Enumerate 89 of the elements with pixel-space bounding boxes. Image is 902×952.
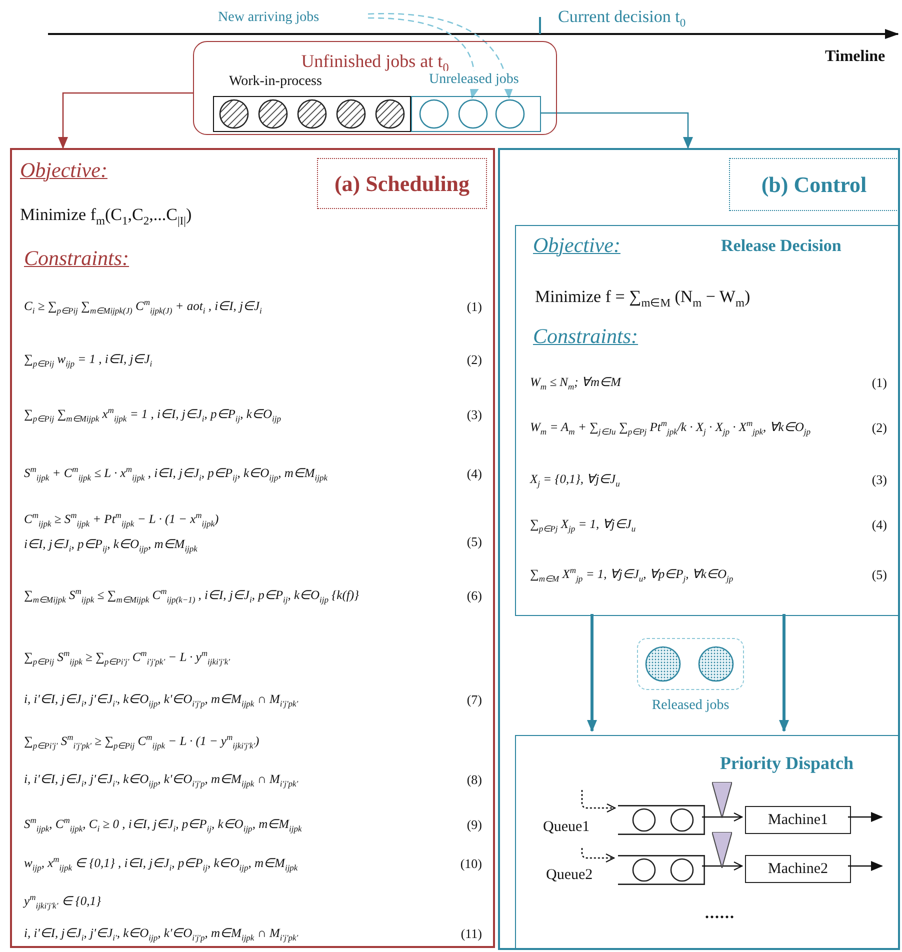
arrow	[58, 92, 193, 149]
equation-number: (1)	[466, 299, 482, 315]
job-circle	[458, 99, 488, 129]
section-heading: Objective:	[533, 233, 620, 258]
job-circle	[419, 99, 449, 129]
job-circle	[632, 808, 656, 832]
constraint-formula: ∑$_{p∈Pj}$ X$_{jp}$ = 1, ∀j∈J$_{u}$	[530, 517, 636, 532]
section-heading: Objective:	[20, 158, 108, 184]
section-heading: Constraints:	[533, 324, 638, 350]
arrow	[702, 861, 743, 871]
constraint-formula: X$_{j}$ = {0,1}, ∀j∈J$_{u}$	[530, 472, 620, 487]
bar-heading: Unreleased jobs	[427, 71, 521, 89]
constraint-formula: ∑$_{m∈Mijpk}$ S$^{m}$$_{ijpk}$ ≤ ∑$_{m∈Mijpk}$ C$^{m}$$_{ijp(k−1)}$ , i∈I, j∈J$_{i}$, p∈P$_{ij}$, k∈O$_{ijp}$ {k(f)}	[24, 588, 359, 603]
equation-number: (3)	[872, 472, 887, 488]
section-heading: Constraints:	[24, 246, 130, 272]
machine-box: Machine1	[745, 806, 851, 834]
constraint-formula: C$^{m}$$_{ijpk}$ ≥ S$^{m}$$_{ijpk}$ + Pt$^{m}$$_{ijpk}$ − L · (1 − x$^{m}$$_{ijpk}$)	[24, 512, 219, 527]
section-tag: (b) Control	[729, 158, 899, 211]
decision-label: Current decision t$_{0}$	[558, 7, 686, 27]
job-circle	[297, 99, 327, 129]
group-label: Released jobs	[650, 698, 730, 714]
constraint-formula: i, i'∈I, j∈J$_{i}$, j'∈J$_{i'}$, k∈O$_{ijp}$, k'∈O$_{i'j'p}$, m∈M$_{ijpk}$ ∩ M$_{i'j'pk'}$	[24, 692, 298, 707]
equation-number: (4)	[466, 466, 482, 482]
arrow	[779, 614, 789, 732]
job-circle	[258, 99, 288, 129]
equation-number: (4)	[872, 517, 887, 533]
job-circle	[219, 99, 249, 129]
queue-label: Queue2	[546, 867, 593, 883]
axis-label: Timeline	[825, 48, 886, 66]
constraint-formula: y$^{m}$$_{ijki'j'k'}$ ∈ {0,1}	[24, 894, 102, 909]
constraint-formula: ∑$_{p∈Pij}$ ∑$_{m∈Mijpk}$ x$^{m}$$_{ijpk}$ = 1 , i∈I, j∈J$_{i}$, p∈P$_{ij}$, k∈O$_{ijp}$	[24, 407, 281, 422]
constraint-formula: C$_{i}$ ≥ ∑$_{p∈Pij}$ ∑$_{m∈Mijpk(J)}$ C$^{m}$$_{ijpk(J)}$ + aot$_{i}$ , i∈I, j∈J$_{i}$	[24, 299, 262, 314]
arrow	[848, 812, 883, 822]
constraint-formula: i, i'∈I, j∈J$_{i}$, j'∈J$_{i'}$, k∈O$_{ijp}$, k'∈O$_{i'j'p}$, m∈M$_{ijpk}$ ∩ M$_{i'j'pk'}$	[24, 772, 298, 787]
control-panel	[498, 148, 900, 950]
constraint-formula: ∑$_{m∈M}$ X$^{m}$$_{jp}$ = 1, ∀j∈J$_{u}$, ∀p∈P$_{j}$, ∀k∈O$_{jp}$	[530, 567, 734, 582]
job-circle	[375, 99, 405, 129]
equation-number: (10)	[460, 856, 482, 872]
equation-number: (7)	[466, 692, 482, 708]
equation-number: (8)	[466, 772, 482, 788]
arrow	[848, 861, 883, 871]
job-circle	[645, 646, 681, 682]
section-tag: (a) Scheduling	[317, 158, 487, 209]
constraint-formula: w$_{ijp}$, x$^{m}$$_{ijpk}$ ∈ {0,1} , i∈I, j∈J$_{i}$, p∈P$_{ij}$, k∈O$_{ijp}$, m∈M$_{ijpk}$	[24, 856, 298, 871]
job-circle	[670, 808, 694, 832]
release-decision-panel	[515, 225, 899, 616]
job-circle	[698, 646, 734, 682]
constraint-formula: ∑$_{p∈Pij}$ w$_{ijp}$ = 1 , i∈I, j∈J$_{i}$	[24, 352, 152, 367]
machine-box: Machine2	[745, 855, 851, 883]
queue-buffer	[618, 805, 705, 835]
constraint-formula: S$^{m}$$_{ijpk}$ + C$^{m}$$_{ijpk}$ ≤ L · x$^{m}$$_{ijpk}$ , i∈I, j∈J$_{i}$, p∈P$_{ij}$, k∈O$_{ijp}$, m∈M$_{ijpk}$	[24, 466, 328, 481]
arrow	[368, 13, 513, 99]
panel-title: Priority Dispatch	[720, 753, 854, 774]
queue-buffer	[618, 855, 705, 885]
job-circle	[632, 858, 656, 882]
job-circle	[670, 858, 694, 882]
arrow	[702, 812, 743, 822]
objective-formula: Minimize f$_{m}$(C$_{1}$,C$_{2}$,...C$_{|I|}$)	[20, 205, 192, 226]
unfinished-jobs-box	[193, 41, 557, 135]
constraint-formula: W$_{m}$ = A$_{m}$ + ∑$_{j∈Ju}$ ∑$_{p∈Pj}$ Pt$^{m}$$_{jpk}$/k · X$_{j}$ · X$_{jp}$ · X$^{m}$$_{jpk}$, ∀k∈O$_{jp}$	[530, 420, 810, 435]
objective-formula: Minimize f = ∑$_{m∈M}$ (N$_{m}$ − W$_{m}$)	[535, 287, 750, 308]
constraint-formula: W$_{m}$ ≤ N$_{m}$; ∀m∈M	[530, 375, 621, 390]
equation-number: (5)	[872, 567, 887, 583]
equation-number: (5)	[466, 534, 482, 550]
job-circle	[336, 99, 366, 129]
equation-number: (11)	[460, 926, 482, 942]
constraint-formula: S$^{m}$$_{ijpk}$, C$^{m}$$_{ijpk}$, C$_{i}$ ≥ 0 , i∈I, j∈J$_{i}$, p∈P$_{ij}$, k∈O$_{ijp}$, m∈M$_{ijpk}$	[24, 817, 302, 832]
queue-label: Queue1	[543, 819, 590, 835]
dispatch-panel	[515, 735, 899, 950]
arrow	[581, 790, 616, 813]
equation-number: (1)	[872, 375, 887, 391]
constraint-formula: i∈I, j∈J$_{i}$, p∈P$_{ij}$, k∈O$_{ijp}$, m∈M$_{ijpk}$	[24, 537, 198, 552]
panel-title: Release Decision	[721, 236, 842, 256]
equation-number: (2)	[466, 352, 482, 368]
ellipsis: ......	[705, 905, 735, 923]
constraint-formula: ∑$_{p∈Pi'j'}$ S$^{m}$$_{i'j'pk'}$ ≥ ∑$_{p∈Pij}$ C$^{m}$$_{ijpk}$ − L · (1 − y$^{m}$$_{ijki'j'k'}$)	[24, 734, 260, 749]
bar-heading: Work-in-process	[227, 73, 324, 91]
arrow	[368, 17, 479, 99]
arrival-label: New arriving jobs	[218, 8, 368, 28]
job-circle	[495, 99, 525, 129]
arrow	[587, 614, 597, 732]
equation-number: (9)	[466, 817, 482, 833]
arrow	[581, 848, 615, 863]
constraint-formula: i, i'∈I, j∈J$_{i}$, j'∈J$_{i'}$, k∈O$_{ijp}$, k'∈O$_{i'j'p}$, m∈M$_{ijpk}$ ∩ M$_{i'j'pk'}$	[24, 926, 298, 941]
scheduling-panel	[10, 148, 495, 948]
arrow	[540, 112, 693, 149]
equation-number: (3)	[466, 407, 482, 423]
equation-number: (6)	[466, 588, 482, 604]
equation-number: (2)	[872, 420, 887, 436]
